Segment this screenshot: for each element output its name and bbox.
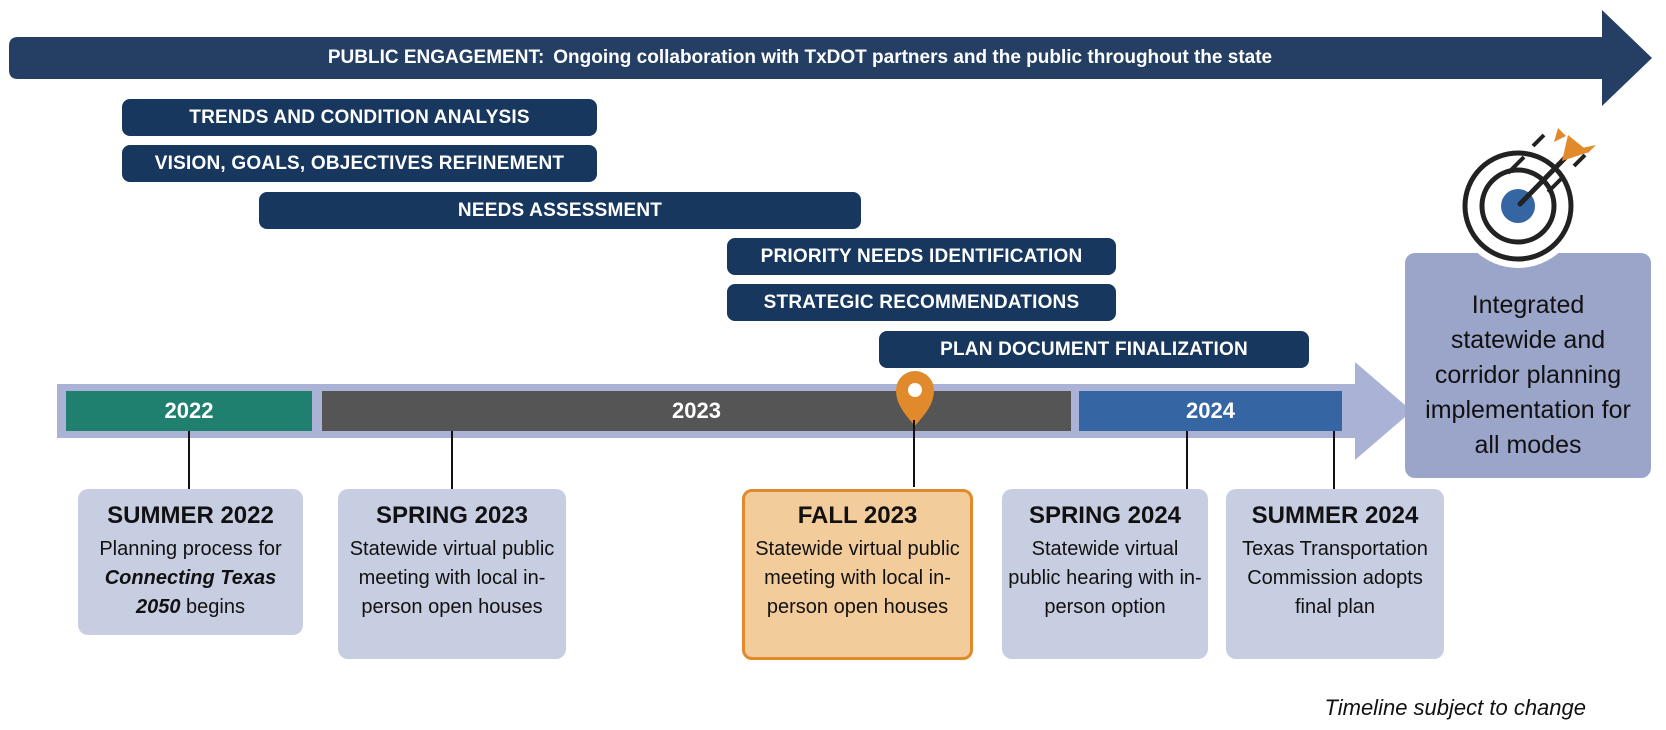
outcome-box: Integrated statewide and corridor planni… (1405, 253, 1651, 478)
phase-plan-finalization: PLAN DOCUMENT FINALIZATION (879, 331, 1309, 368)
milestone-fall-2023: FALL 2023 Statewide virtual public meeti… (742, 489, 973, 660)
phase-needs-assessment: NEEDS ASSESSMENT (259, 192, 861, 229)
year-2022: 2022 (66, 391, 312, 431)
engagement-label: PUBLIC ENGAGEMENT: (327, 47, 545, 68)
engagement-text: Ongoing collaboration with TxDOT partner… (553, 47, 1273, 68)
phase-trends-analysis: TRENDS AND CONDITION ANALYSIS (122, 99, 597, 136)
timeline-footnote: Timeline subject to change (1324, 695, 1586, 720)
phase-priority-needs: PRIORITY NEEDS IDENTIFICATION (727, 238, 1116, 275)
target-icon (1456, 128, 1596, 268)
connector-spring-2024 (1186, 431, 1188, 489)
milestone-spring-2024: SPRING 2024 Statewide virtual public hea… (1002, 489, 1208, 659)
engagement-arrow (9, 10, 1652, 106)
connector-summer-2022 (188, 431, 190, 489)
engagement-banner: PUBLIC ENGAGEMENT: Ongoing collaboration… (0, 37, 1600, 79)
phase-strategic-recommendations: STRATEGIC RECOMMENDATIONS (727, 284, 1116, 321)
milestone-title: FALL 2023 (797, 502, 918, 529)
milestone-title: SUMMER 2022 (107, 502, 274, 529)
milestone-description: Statewide virtual public meeting with lo… (755, 538, 960, 618)
milestone-description: Planning process for Connecting Texas 20… (99, 538, 282, 618)
milestone-summer-2022: SUMMER 2022 Planning process for Connect… (78, 489, 303, 635)
milestone-title: SUMMER 2024 (1251, 502, 1419, 529)
connector-fall-2023 (913, 420, 915, 487)
milestone-spring-2023: SPRING 2023 Statewide virtual public mee… (338, 489, 566, 659)
milestone-title: SPRING 2023 (375, 502, 529, 529)
connector-spring-2023 (451, 431, 453, 489)
outcome-text: Integrated statewide and corridor planni… (1425, 291, 1631, 459)
year-2024: 2024 (1079, 391, 1342, 431)
year-2023: 2023 (322, 391, 1071, 431)
map-pin-icon (896, 371, 934, 426)
milestone-description: Texas Transportation Commission adopts f… (1242, 538, 1428, 618)
milestone-summer-2024: SUMMER 2024 Texas Transportation Commiss… (1226, 489, 1444, 659)
connector-summer-2024 (1333, 431, 1335, 489)
phase-vision-goals: VISION, GOALS, OBJECTIVES REFINEMENT (122, 145, 597, 182)
milestone-description: Statewide virtual public hearing with in… (1008, 538, 1202, 618)
milestone-description: Statewide virtual public meeting with lo… (349, 538, 555, 618)
milestone-title: SPRING 2024 (1028, 502, 1182, 529)
